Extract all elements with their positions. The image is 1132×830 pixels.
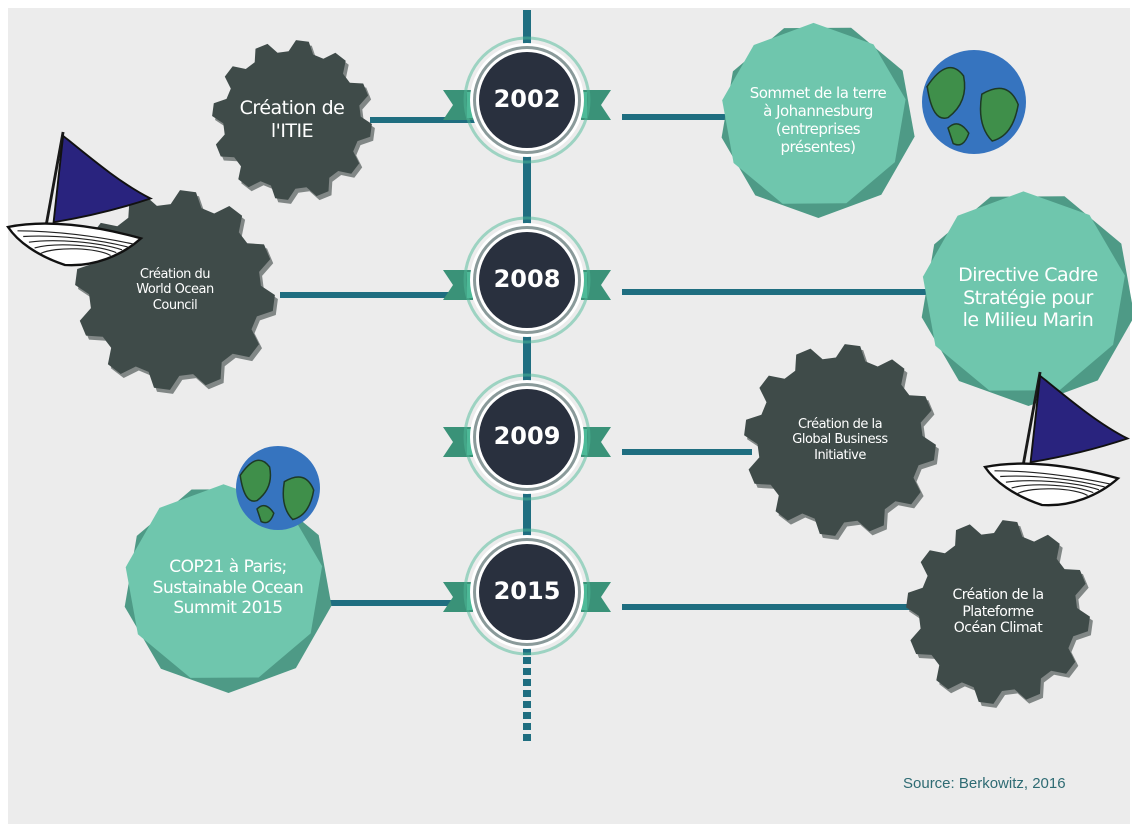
year-badge [443, 373, 611, 501]
sailboat-hull-line [17, 230, 134, 245]
badge-outer-ring [463, 373, 591, 501]
gear-shape [212, 40, 372, 200]
globe-land [979, 87, 1019, 142]
badge-core [479, 544, 575, 640]
shape-front [722, 22, 906, 204]
gear-shape [744, 344, 936, 536]
globe-icon [236, 446, 320, 530]
year-badge [443, 36, 611, 164]
spine-dash [523, 723, 531, 730]
event-label: Création du World Ocean Council [136, 266, 214, 313]
sailboat-icon [983, 371, 1130, 507]
year-label: 2002 [493, 85, 561, 113]
spine-dash [523, 734, 531, 741]
year-badges [443, 36, 611, 656]
sailboat-hull-line [1005, 480, 1100, 491]
year-badge [443, 216, 611, 344]
globe-land [282, 476, 315, 521]
shape-front [922, 191, 1125, 391]
spine-dash [523, 657, 531, 664]
globe-land [947, 123, 970, 146]
spine-dash [523, 668, 531, 675]
event-label: Création de la Plateforme Océan Climat [952, 586, 1044, 637]
sailboat-icon [6, 131, 153, 267]
sailboat-sail [52, 133, 153, 224]
sailboat-hull-line [1017, 488, 1088, 496]
badge-core [479, 52, 575, 148]
sailboat-mast [42, 131, 65, 237]
sailboat-sail [1029, 373, 1130, 464]
year-badge [443, 528, 611, 656]
source-note: Source: Berkowitz, 2016 [903, 775, 1066, 792]
sailboat-hull-line [1011, 484, 1094, 494]
year-label: 2015 [493, 577, 561, 605]
globe-icon [922, 50, 1026, 154]
event-label: Création de la Global Business Initiativ… [792, 416, 888, 463]
globe-land [239, 459, 272, 502]
sailboat-hull-line [28, 240, 123, 251]
sailboat-hull-line [40, 248, 111, 256]
spine-dash [523, 690, 531, 697]
sailboat-hull [983, 462, 1121, 507]
gear-shape [906, 520, 1090, 704]
badge-outer-ring [463, 528, 591, 656]
year-label: 2009 [493, 422, 561, 450]
spine-dash [523, 701, 531, 708]
sailboat-mast [1019, 371, 1042, 477]
badge-core [479, 232, 575, 328]
event-label: COP21 à Paris; Sustainable Ocean Summit … [152, 557, 304, 619]
badge-outer-ring [463, 216, 591, 344]
event-label: Création de l'ITIE [239, 97, 345, 142]
shape-front [125, 484, 323, 678]
spine-dash [523, 679, 531, 686]
decorations [6, 50, 1130, 530]
globe-land [256, 504, 275, 524]
sailboat-hull-line [994, 470, 1111, 485]
event-shapes [75, 22, 1132, 708]
sailboat-hull-line [1000, 475, 1105, 488]
badge-core [479, 389, 575, 485]
event-label: Directive Cadre Stratégie pour le Milieu… [958, 263, 1098, 332]
year-label: 2008 [493, 265, 561, 293]
sailboat-hull-line [23, 235, 128, 248]
sailboat-hull [6, 222, 144, 267]
event-label: Sommet de la terre à Johannesburg (entre… [749, 84, 887, 156]
sailboat-hull-line [34, 244, 117, 254]
spine-dash [523, 712, 531, 719]
badge-outer-ring [463, 36, 591, 164]
globe-land [926, 66, 966, 119]
